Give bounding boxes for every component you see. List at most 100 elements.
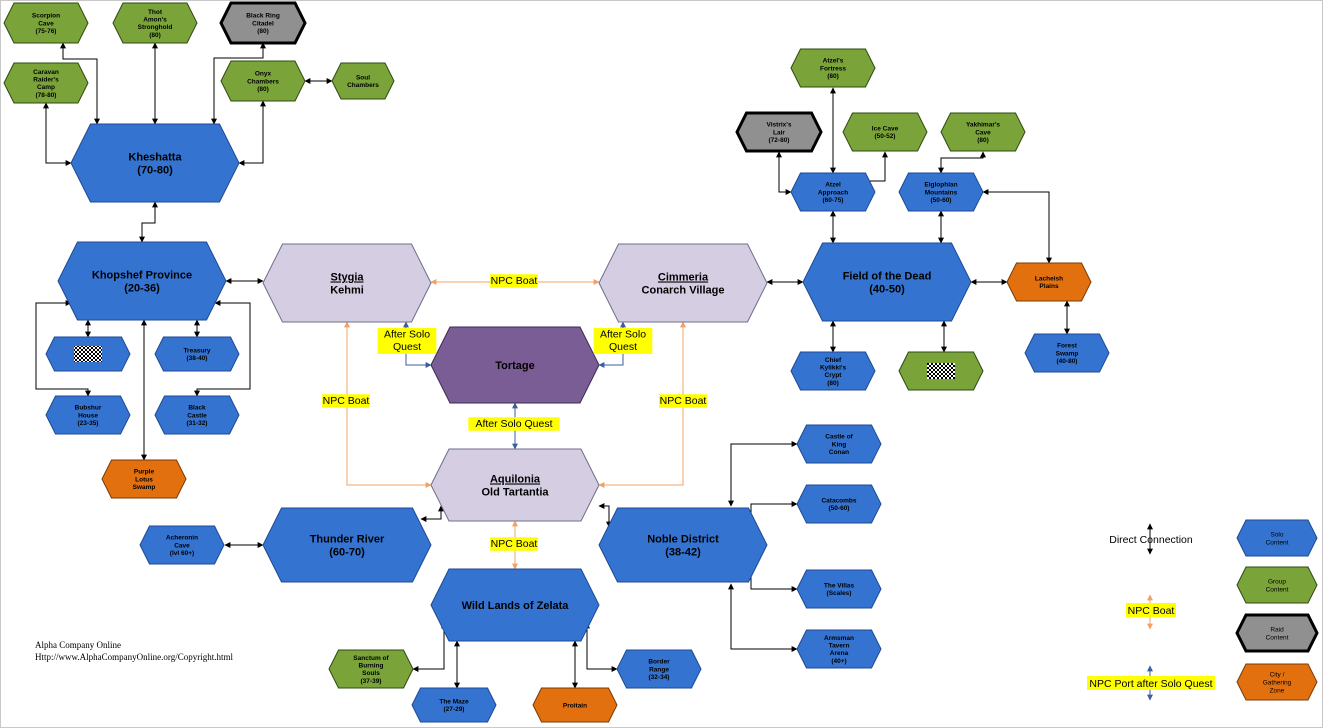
edge-scorpion-kheshatta bbox=[60, 42, 100, 125]
node-label-treasury: (38-40) bbox=[187, 355, 208, 362]
node-maze[interactable]: The Maze(27-29) bbox=[411, 687, 497, 723]
node-khopshef[interactable]: Khopshef Province(20-36) bbox=[57, 241, 227, 321]
node-label-armsman: (40+) bbox=[831, 658, 846, 665]
node-label-onyx: (80) bbox=[257, 86, 269, 93]
edge-label-text: After Solo Quest bbox=[475, 418, 552, 430]
label-highlight bbox=[322, 394, 370, 408]
legend-direct-label: Direct Connection bbox=[1109, 534, 1193, 546]
node-noble[interactable]: Noble District(38-42) bbox=[598, 507, 768, 583]
node-tortage[interactable]: Tortage bbox=[430, 326, 600, 404]
node-label-thot: Thot bbox=[148, 9, 163, 16]
node-khop_unk[interactable] bbox=[45, 336, 131, 372]
label-highlight bbox=[490, 274, 538, 288]
node-label-cimmeria: Cimmeria bbox=[658, 271, 709, 283]
edge-label-text: NPC Boat bbox=[323, 395, 370, 407]
node-label-atzelfort: (80) bbox=[827, 73, 839, 80]
node-label-yakhimar: (80) bbox=[977, 137, 989, 144]
edge-label-text: NPC Boat bbox=[491, 538, 538, 550]
node-shape-blackcastle bbox=[154, 395, 240, 435]
label-stygia-aquilonia: NPC Boat bbox=[322, 394, 370, 408]
node-label-soul: Soul bbox=[356, 75, 370, 82]
node-field[interactable]: Field of the Dead(40-50) bbox=[802, 242, 972, 322]
node-wildlands[interactable]: Wild Lands of Zelata bbox=[430, 568, 600, 642]
node-label-purplelotus: Purple bbox=[134, 469, 155, 476]
node-label-soul: Chambers bbox=[347, 82, 379, 89]
node-shape-atzelapp bbox=[790, 172, 876, 212]
node-shape-treasury bbox=[154, 336, 240, 372]
node-label-onyx: Onyx bbox=[255, 71, 272, 78]
node-label-sanctum: (37-39) bbox=[361, 678, 382, 685]
node-proitain[interactable]: Proitain bbox=[532, 687, 618, 723]
node-label-vistrix: Lair bbox=[773, 129, 785, 136]
node-label-scorpion: Scorpion bbox=[32, 13, 60, 20]
node-kheshatta[interactable]: Kheshatta(70-80) bbox=[70, 123, 240, 203]
legend-box-label: Gathering bbox=[1263, 679, 1292, 686]
label-highlight bbox=[377, 328, 437, 354]
node-label-maze: The Maze bbox=[439, 699, 469, 706]
legend-shape-group bbox=[1236, 566, 1318, 604]
node-shape-thot bbox=[112, 2, 198, 44]
node-field_unk[interactable] bbox=[898, 351, 984, 391]
node-label-armsman: Tavern bbox=[829, 643, 850, 650]
edge-label-text: After Solo bbox=[384, 329, 430, 341]
node-label-icecave: (50-52) bbox=[875, 133, 896, 140]
node-label-noble: (38-42) bbox=[665, 546, 701, 558]
node-label-lacheish: Lacheish bbox=[1035, 276, 1063, 283]
node-shape-lacheish bbox=[1006, 262, 1092, 302]
node-catacombs[interactable]: Catacombs(50-60) bbox=[796, 484, 882, 524]
node-shape-onyx bbox=[220, 60, 306, 102]
node-label-armsman: Arena bbox=[830, 650, 849, 657]
edge-onyx-kheshatta bbox=[238, 100, 266, 166]
node-label-yakhimar: Cave bbox=[975, 129, 991, 136]
node-label-aquilonia: Aquilonia bbox=[490, 473, 541, 485]
node-label-kheshatta: Kheshatta bbox=[128, 151, 182, 163]
edge-wildlands-sanctum bbox=[412, 622, 447, 672]
legend-box-label: Solo bbox=[1270, 531, 1283, 538]
edge-label-text: NPC Boat bbox=[660, 395, 707, 407]
node-shape-blackring bbox=[219, 1, 307, 45]
node-shape-scorpion bbox=[3, 2, 89, 44]
node-label-kheshatta: (70-80) bbox=[137, 164, 173, 176]
node-label-proitain: Proitain bbox=[563, 702, 587, 709]
node-label-bubshur: (23-35) bbox=[78, 420, 99, 427]
node-icecave[interactable]: Ice Cave(50-52) bbox=[842, 112, 928, 152]
node-label-caravan: Caravan bbox=[33, 69, 59, 76]
node-treasury[interactable]: Treasury(38-40) bbox=[154, 336, 240, 372]
node-thunder[interactable]: Thunder River(60-70) bbox=[262, 507, 432, 583]
label-highlight bbox=[490, 537, 538, 551]
node-villas[interactable]: The Villas(Scales) bbox=[796, 569, 882, 609]
node-shape-atzelfort bbox=[790, 48, 876, 88]
node-label-lacheish: Plains bbox=[1039, 283, 1059, 290]
node-label-eiglophian: Eiglophian bbox=[924, 182, 957, 189]
node-shape-vistrix bbox=[735, 111, 823, 153]
node-label-sanctum: Souls bbox=[362, 670, 380, 677]
footer-line-2[interactable]: Http://www.AlphaCompanyOnline.org/Copyri… bbox=[35, 652, 233, 662]
legend-shape-raid bbox=[1235, 613, 1319, 653]
